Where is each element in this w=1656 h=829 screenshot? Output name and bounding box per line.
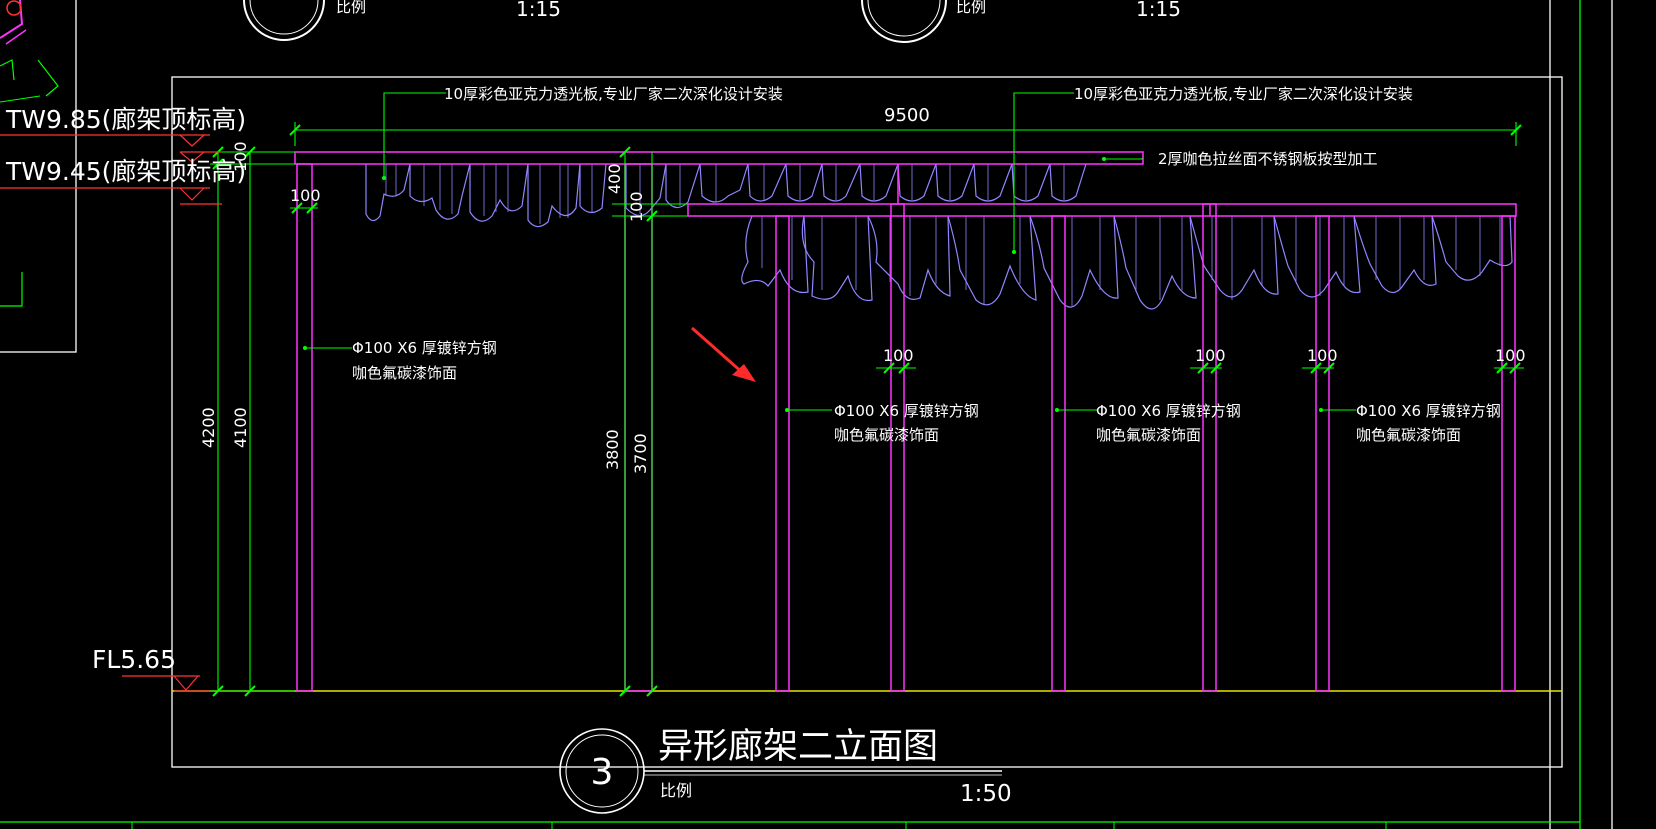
- view-scale-value: 1:50: [960, 781, 1012, 807]
- post-4: [890, 203, 905, 692]
- dim-100-post8: 100: [1495, 346, 1526, 365]
- acrylic-panel-right-verticals: [761, 216, 1501, 306]
- dim-3700: 3700: [631, 433, 650, 474]
- post-spec-3-line2: 咖色氟碳漆饰面: [1096, 426, 1201, 444]
- elevation-markers: [0, 134, 222, 692]
- post-2: [624, 163, 653, 692]
- post-7: [1315, 215, 1330, 692]
- post-spec-2-line2: 咖色氟碳漆饰面: [834, 426, 939, 444]
- right-edge-lines: [1549, 0, 1613, 829]
- upper-beam: [294, 151, 1144, 165]
- post-spec-4-line1: Φ100 X6 厚镀锌方钢: [1356, 402, 1501, 420]
- dimension-lines: [210, 92, 1524, 692]
- top-scale-value-left: 1:15: [516, 0, 561, 21]
- dim-100-post6: 100: [1307, 346, 1338, 365]
- acrylic-panels-left: [365, 163, 1087, 228]
- post-6: [1202, 203, 1217, 692]
- lower-beam: [687, 203, 1517, 217]
- post-spec-1-line1: Φ100 X6 厚镀锌方钢: [352, 339, 497, 357]
- bottom-edge-lines: [0, 821, 1580, 829]
- post-spec-2-line1: Φ100 X6 厚镀锌方钢: [834, 402, 979, 420]
- elevation-tw985-label: TW9.85(廊架顶标高): [5, 105, 246, 134]
- top-partial-views: 比例 1:15 比例 1:15: [243, 0, 1181, 43]
- post-3: [775, 215, 790, 692]
- dim-3800: 3800: [603, 429, 622, 470]
- left-plan-fragment: [0, 0, 77, 353]
- post-spec-3-line1: Φ100 X6 厚镀锌方钢: [1096, 402, 1241, 420]
- post-5: [1051, 215, 1066, 692]
- dimension-ticks: [212, 124, 1522, 697]
- dim-100-post5: 100: [1195, 346, 1226, 365]
- elevation-tw945-label: TW9.45(廊架顶标高): [5, 157, 246, 186]
- post-1: [296, 163, 313, 692]
- top-scale-value-right: 1:15: [1136, 0, 1181, 21]
- top-scale-label-left: 比例: [336, 0, 366, 16]
- dim-100-vertical-mid: 100: [627, 191, 646, 222]
- callout-panel-left: 10厚彩色亚克力透光板,专业厂家二次深化设计安装: [444, 85, 783, 103]
- top-scale-label-right: 比例: [956, 0, 986, 16]
- post-spec-1-line2: 咖色氟碳漆饰面: [352, 364, 457, 382]
- view-scale-label: 比例: [660, 781, 692, 800]
- acrylic-panel-verticals: [385, 164, 1065, 224]
- dim-100-left: 100: [290, 186, 321, 205]
- detail-bubble-right: [861, 0, 947, 43]
- overall-width-dim: 9500: [884, 105, 930, 126]
- red-arrow-annotation: [691, 326, 756, 382]
- view-title: 异形廊架二立面图: [658, 727, 938, 767]
- detail-bubble-left: [243, 0, 325, 41]
- elevation-viewport-border: [171, 76, 1563, 768]
- dim-4200: 4200: [199, 407, 218, 448]
- dim-400-vertical: 400: [605, 163, 624, 194]
- dim-100-post3: 100: [883, 346, 914, 365]
- post-spec-4-line2: 咖色氟碳漆饰面: [1356, 426, 1461, 444]
- dim-4100: 4100: [231, 407, 250, 448]
- dim-100-vertical-left: 100: [231, 141, 250, 172]
- elevation-fl565-label: FL5.65: [92, 645, 176, 674]
- view-title-block: 3 异形廊架二立面图 比例 1:50: [559, 727, 1012, 814]
- callout-stainless: 2厚咖色拉丝面不锈钢板按型加工: [1158, 150, 1378, 168]
- acrylic-panels-right: [741, 215, 1513, 310]
- view-number: 3: [591, 752, 614, 793]
- steel-frame: [294, 151, 1517, 692]
- callout-panel-right: 10厚彩色亚克力透光板,专业厂家二次深化设计安装: [1074, 85, 1413, 103]
- leader-dots: [303, 157, 1323, 412]
- post-8: [1501, 215, 1516, 692]
